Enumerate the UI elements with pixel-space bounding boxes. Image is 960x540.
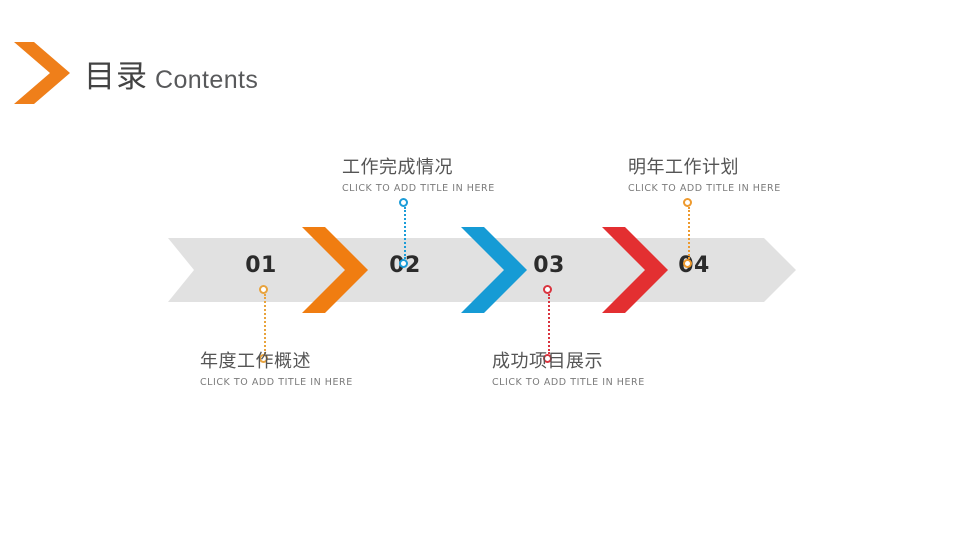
step-title-cn-04: 明年工作计划: [628, 157, 739, 178]
step-title-cn-01: 年度工作概述: [200, 351, 311, 372]
chevron-blue-icon: [461, 227, 527, 313]
connector-line-01: [259, 285, 272, 363]
connector-dotted-line: [404, 207, 406, 259]
step-title-en-03: CLICK TO ADD TITLE IN HERE: [492, 377, 645, 388]
connector-ring-top: [259, 285, 268, 294]
connector-ring-top: [399, 198, 408, 207]
chevron-right-icon: [14, 42, 70, 104]
step-caption-03[interactable]: 成功项目展示 CLICK TO ADD TITLE IN HERE: [492, 349, 645, 389]
connector-ring-bottom: [259, 354, 268, 363]
connector-ring-bottom: [543, 354, 552, 363]
chevron-orange-icon: [302, 227, 368, 313]
step-number-01: 01: [245, 253, 277, 278]
slide-header: 目录 Contents: [0, 0, 960, 130]
step-title-en-01: CLICK TO ADD TITLE IN HERE: [200, 377, 353, 388]
step-caption-04[interactable]: 明年工作计划 CLICK TO ADD TITLE IN HERE: [628, 155, 781, 195]
page-title-cn: 目录: [84, 59, 148, 95]
contents-timeline: 01 02 03 04 年度工作概述 CLICK TO ADD TITLE IN…: [0, 130, 960, 430]
connector-dotted-line: [688, 207, 690, 259]
connector-ring-top: [683, 198, 692, 207]
step-title-cn-03: 成功项目展示: [492, 351, 603, 372]
connector-dotted-line: [548, 294, 550, 354]
connector-line-03: [543, 285, 556, 363]
step-title-en-02: CLICK TO ADD TITLE IN HERE: [342, 183, 495, 194]
page-title-en: Contents: [155, 66, 259, 94]
step-title-cn-02: 工作完成情况: [342, 157, 453, 178]
connector-ring-bottom: [683, 259, 692, 268]
connector-dotted-line: [264, 294, 266, 354]
step-caption-01[interactable]: 年度工作概述 CLICK TO ADD TITLE IN HERE: [200, 349, 353, 389]
connector-ring-bottom: [399, 259, 408, 268]
step-caption-02[interactable]: 工作完成情况 CLICK TO ADD TITLE IN HERE: [342, 155, 495, 195]
connector-line-02: [399, 198, 412, 268]
connector-ring-top: [543, 285, 552, 294]
chevron-red-icon: [602, 227, 668, 313]
step-title-en-04: CLICK TO ADD TITLE IN HERE: [628, 183, 781, 194]
step-number-03: 03: [533, 253, 565, 278]
connector-line-04: [683, 198, 696, 268]
